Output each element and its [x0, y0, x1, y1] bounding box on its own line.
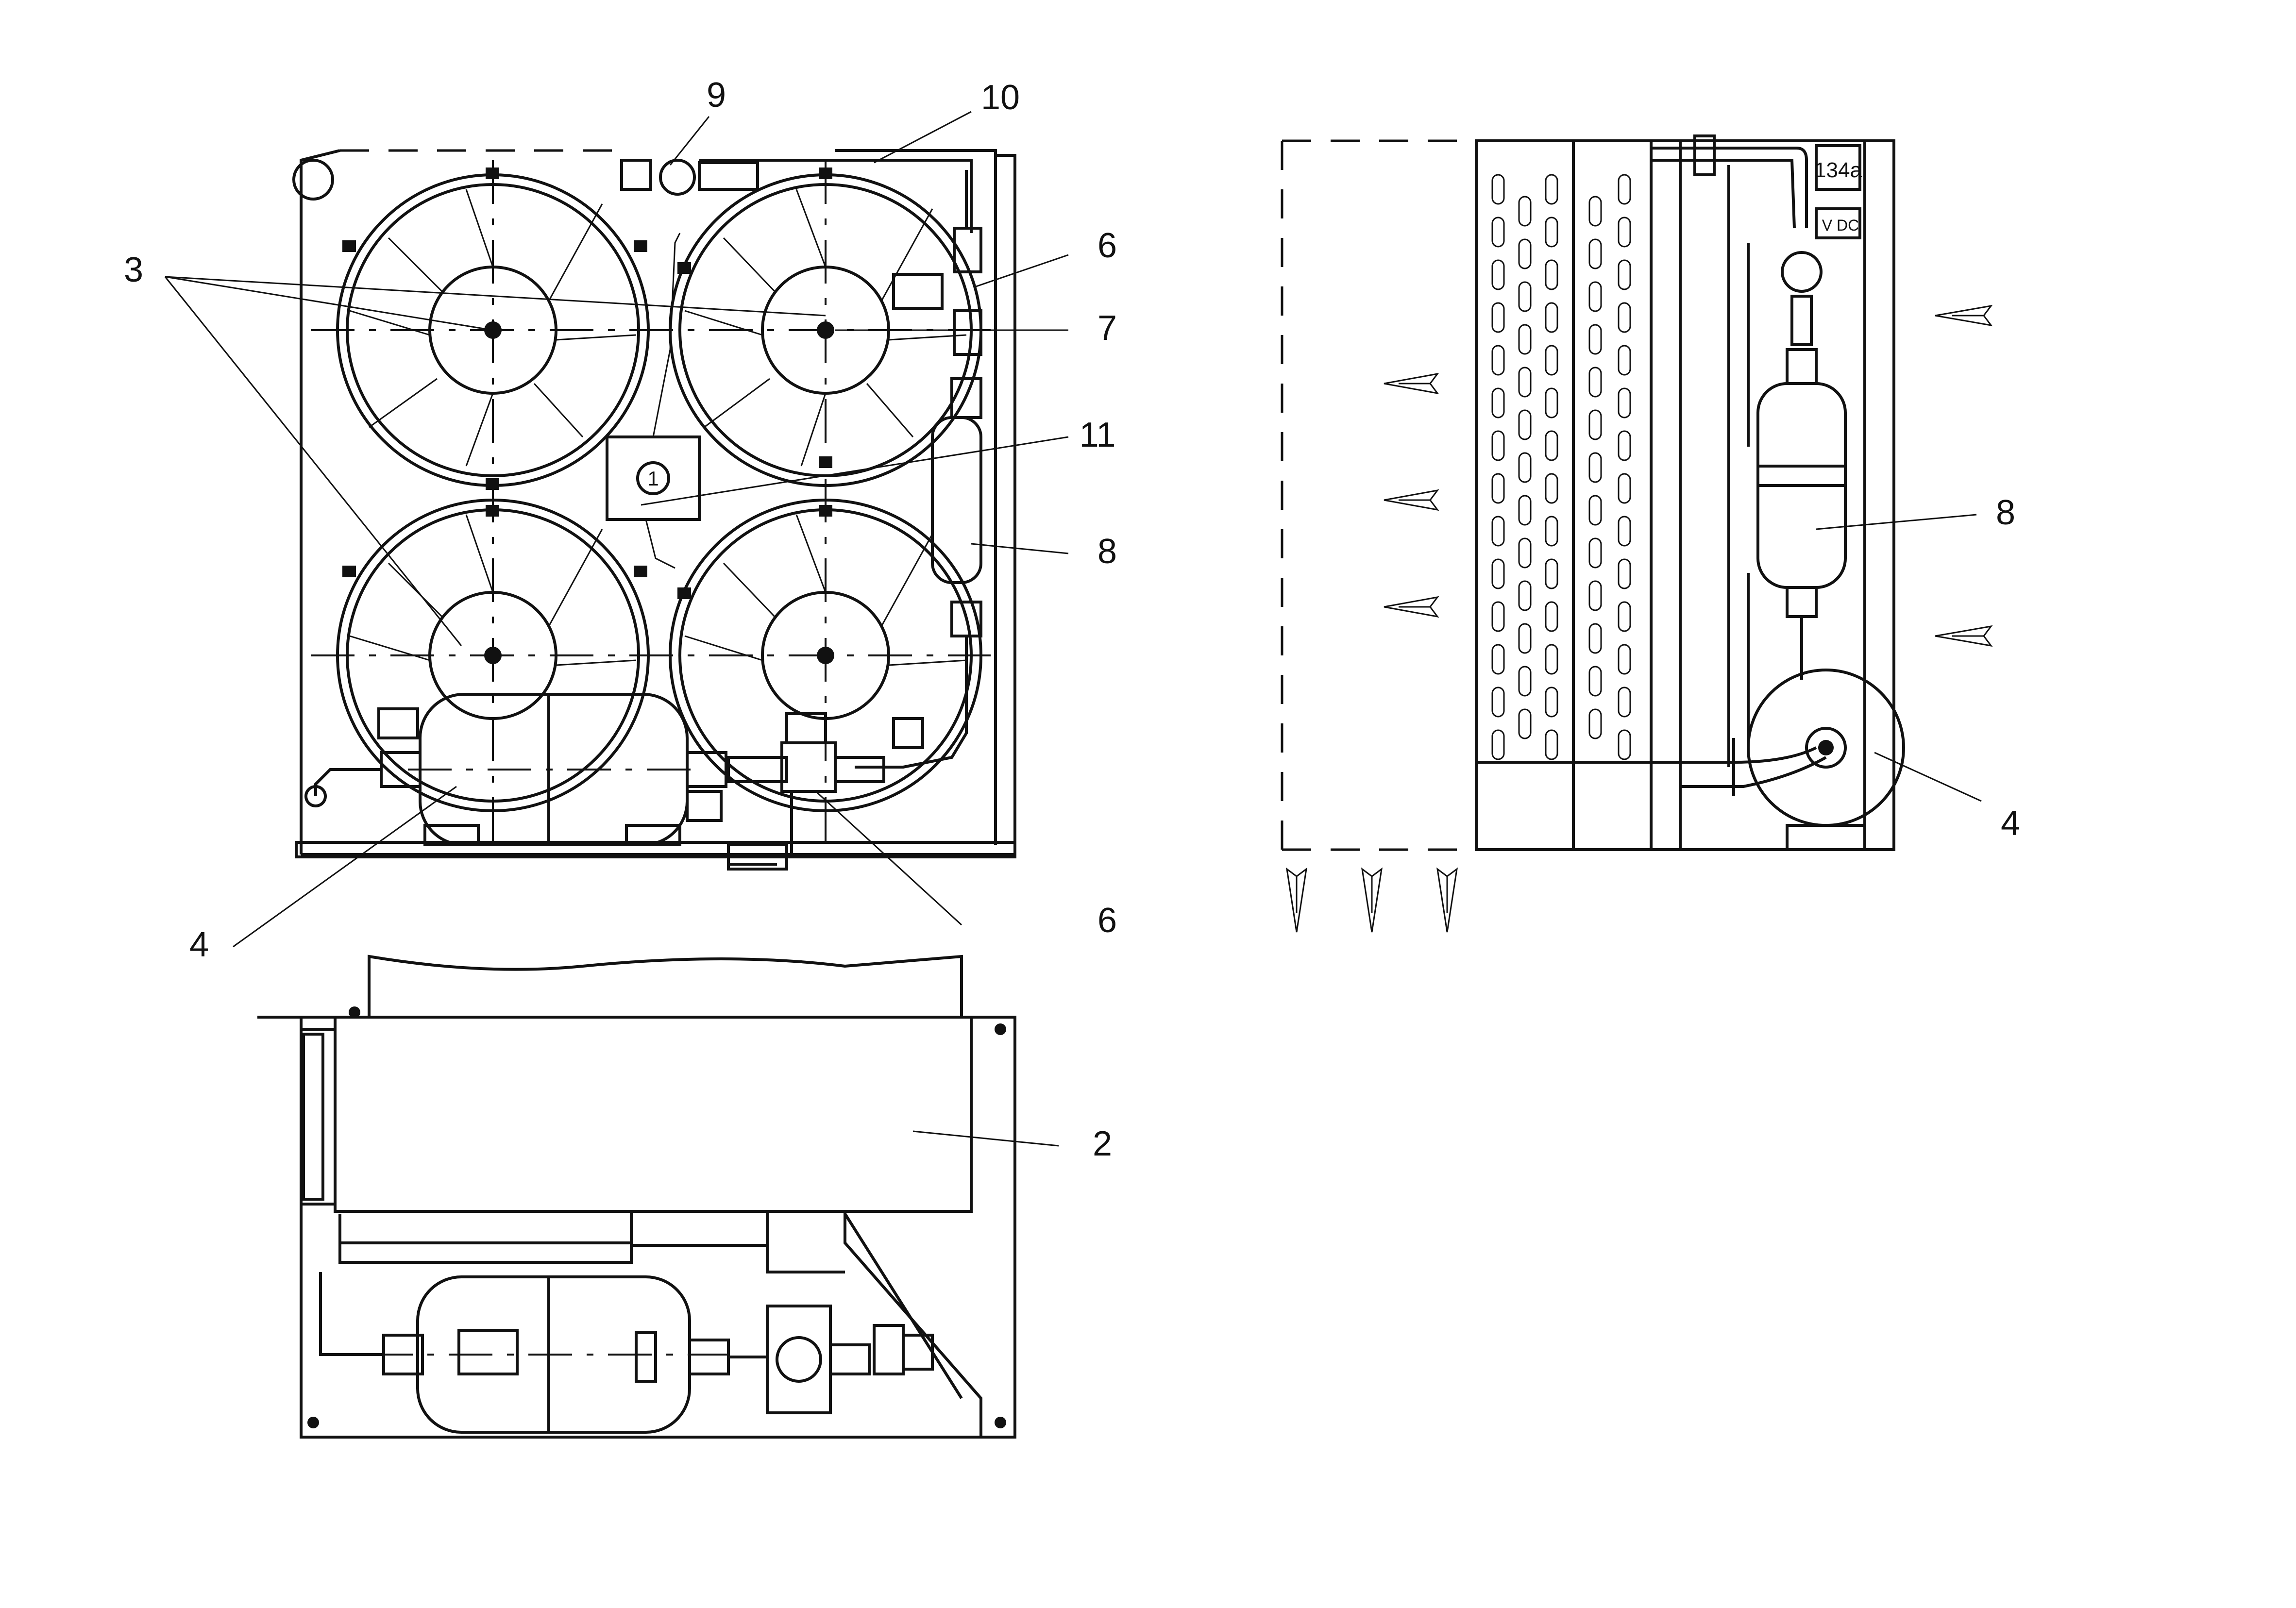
coil-fin-pattern [1491, 174, 1631, 760]
condenser-coil [334, 1016, 973, 1213]
coil-fin-slot [1588, 324, 1602, 355]
coil-fin-slot [1618, 729, 1631, 760]
coil-fin-slot [1588, 580, 1602, 611]
coil-fin-slot [1545, 217, 1558, 248]
coil-fin-slot [1588, 537, 1602, 569]
solenoid-valve [620, 159, 652, 191]
coil-fin-slot [1545, 430, 1558, 461]
coil-fin-slot [1545, 174, 1558, 205]
callout-10: 10 [981, 78, 1020, 117]
coil-fin-slot [1545, 259, 1558, 290]
coil-fin-slot [1545, 302, 1558, 333]
coil-fin-slot [1618, 259, 1631, 290]
control-box-marker: 1 [647, 467, 658, 490]
top-view: 2 [257, 955, 1112, 1439]
side-view: 134a V DC [1281, 134, 2020, 933]
coil-fin-slot [1618, 430, 1631, 461]
coil-fin-slot [1618, 387, 1631, 419]
coil-fin-slot [1518, 623, 1532, 654]
coil-fin-slot [1588, 281, 1602, 312]
coil-fin-slot [1618, 516, 1631, 547]
coil-fin-slot [1491, 302, 1505, 333]
coil-fin-slot [1545, 644, 1558, 675]
refrigerant-label-box [1815, 144, 1861, 191]
coil-fin-slot [1618, 345, 1631, 376]
airflow-arrow-icon [1935, 304, 1993, 647]
coil-fin-slot [1545, 387, 1558, 419]
coil-fin-slot [1618, 473, 1631, 504]
voltage-label-box [1815, 207, 1861, 239]
coil-fin-slot [1518, 324, 1532, 355]
coil-fin-slot [1491, 473, 1505, 504]
coil-fin-slot [1491, 516, 1505, 547]
coil-fin-slot [1491, 387, 1505, 419]
coil-fin-slot [1588, 495, 1602, 526]
coil-fin-slot [1518, 666, 1532, 697]
compressor-icon [377, 693, 727, 846]
coil-fin-slot [1491, 687, 1505, 718]
callout-3: 3 [124, 251, 143, 289]
coil-fin-slot [1618, 644, 1631, 675]
coil-fin-slot [1518, 452, 1532, 483]
coil-fin-slot [1545, 687, 1558, 718]
coil-fin-slot [1588, 238, 1602, 269]
coil-fin-slot [1518, 409, 1532, 440]
coil-fin-slot [1588, 409, 1602, 440]
coil-fin-slot [1518, 281, 1532, 312]
callout-4-front: 4 [189, 925, 209, 964]
airflow-arrow-icon [1384, 372, 1439, 618]
coil-fin-slot [1618, 687, 1631, 718]
coil-fin-slot [1618, 174, 1631, 205]
coil-fin-slot [1518, 708, 1532, 739]
mounting-hole [292, 159, 334, 201]
coil-fin-slot [1588, 196, 1602, 227]
callout-2: 2 [1093, 1124, 1112, 1163]
coil-fin-slot [1518, 580, 1532, 611]
coil-fin-slot [1491, 644, 1505, 675]
coil-fin-slot [1491, 430, 1505, 461]
callout-6-upper: 6 [1097, 226, 1117, 265]
coil-fin-slot [1518, 238, 1532, 269]
coil-fin-slot [1618, 217, 1631, 248]
receiver-drier-icon [931, 416, 982, 584]
callout-9: 9 [707, 76, 726, 115]
coil-fin-slot [1545, 601, 1558, 632]
callout-7: 7 [1097, 309, 1117, 348]
coil-fin-slot [1618, 302, 1631, 333]
coil-fin-slot [1491, 217, 1505, 248]
coil-fin-slot [1545, 516, 1558, 547]
coil-fin-slot [1588, 623, 1602, 654]
coil-fin-slot [1491, 174, 1505, 205]
coil-fin-slot [1518, 495, 1532, 526]
callout-6-lower: 6 [1097, 901, 1117, 940]
refrigerant-label: 134a [1814, 158, 1862, 182]
coil-fin-slot [1518, 367, 1532, 398]
coil-fin-slot [1618, 601, 1631, 632]
callout-8-side: 8 [1996, 493, 2015, 532]
coil-fin-slot [1588, 708, 1602, 739]
coil-fin-slot [1491, 345, 1505, 376]
coil-fin-slot [1518, 196, 1532, 227]
callout-11: 11 [1080, 416, 1116, 454]
coil-fin-slot [1491, 601, 1505, 632]
coil-fin-slot [1545, 558, 1558, 589]
coil-fin-slot [1491, 729, 1505, 760]
coil-fin-slot [1545, 345, 1558, 376]
coil-fin-slot [1545, 729, 1558, 760]
airflow-arrow-icon [1285, 867, 1458, 933]
coil-fin-slot [1518, 537, 1532, 569]
coil-fin-slot [1491, 259, 1505, 290]
front-view: 1 [124, 76, 1117, 964]
coil-fin-slot [1588, 452, 1602, 483]
coil-fin-slot [1588, 367, 1602, 398]
coil-fin-slot [1545, 473, 1558, 504]
voltage-label: V DC [1822, 217, 1859, 234]
callout-4-side: 4 [2001, 804, 2020, 843]
callout-8-front: 8 [1097, 532, 1117, 571]
coil-fin-slot [1491, 558, 1505, 589]
coil-fin-slot [1588, 666, 1602, 697]
coil-fin-slot [1618, 558, 1631, 589]
